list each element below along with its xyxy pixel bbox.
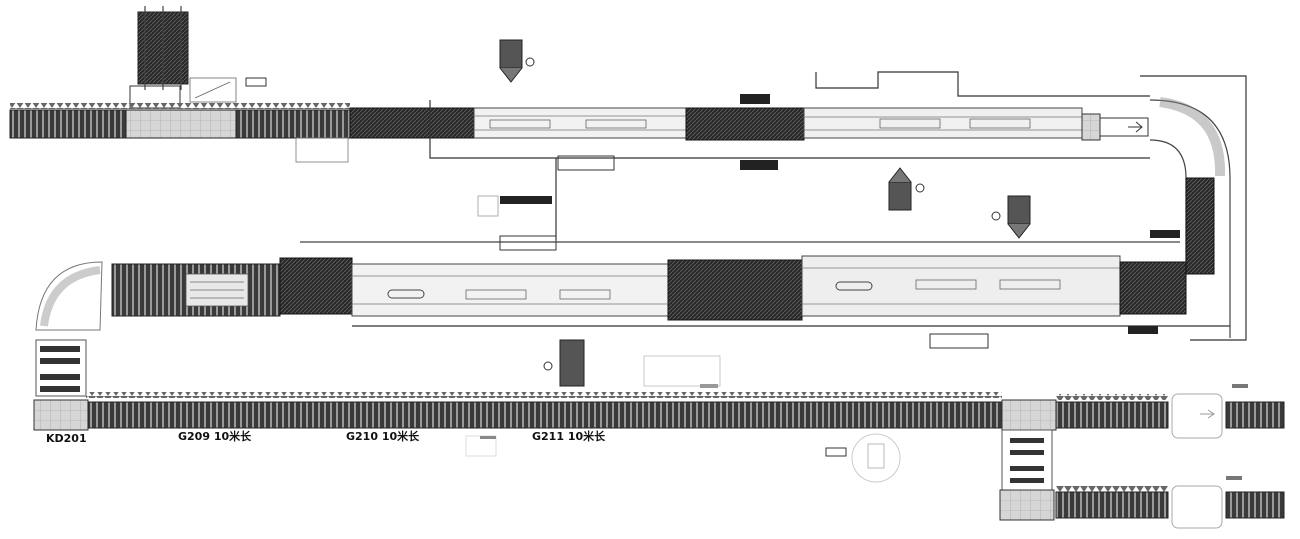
left-stacker (35, 339, 87, 397)
label-kd201: KD201 (46, 432, 87, 445)
label-g209: G209 10米长 (178, 429, 252, 443)
label-g210: G210 10米长 (346, 429, 420, 443)
label-g211: G211 10米长 (532, 429, 606, 443)
upper-return-frame (429, 71, 1247, 341)
lower-line (35, 195, 1230, 388)
upper-line (349, 39, 1149, 211)
lower-right-branch (999, 429, 1285, 529)
misc-symbols (465, 57, 1001, 483)
bottom-conveyor (33, 384, 1285, 439)
upper-feed-conveyor (9, 103, 351, 163)
storage-tower (129, 6, 267, 109)
